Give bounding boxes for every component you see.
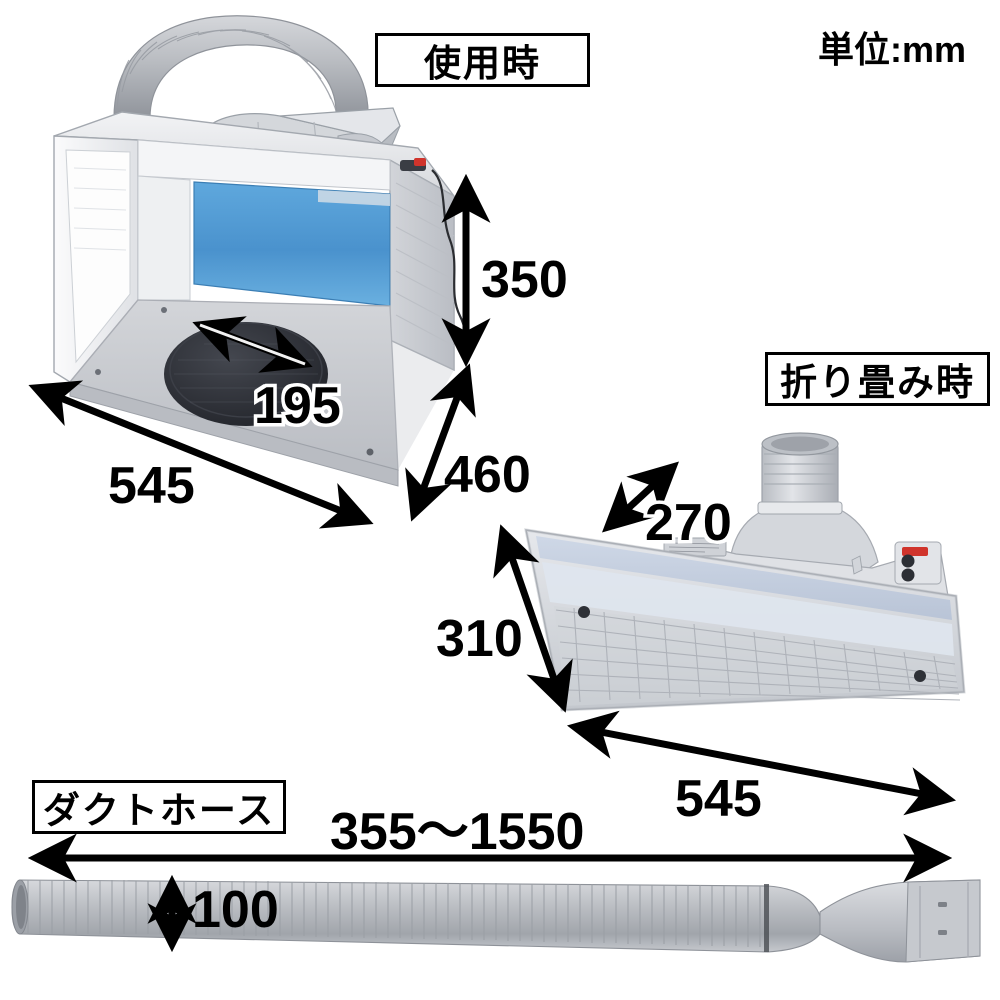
dim-booth-depth: 460 — [444, 446, 531, 504]
label-folded-text: 折り畳み時 — [780, 362, 975, 403]
unit-note: 単位:mm — [818, 29, 967, 70]
dim-hose-diameter: 100 — [192, 881, 279, 939]
latch-left — [578, 606, 590, 618]
dim-folded-width: 545 — [675, 770, 762, 828]
dim-turntable: 195 — [251, 377, 345, 436]
corrugations — [27, 880, 761, 947]
dim-booth-height: 350 — [481, 251, 568, 309]
spray-booth-folded-photo — [524, 432, 966, 712]
latch-right — [914, 670, 926, 682]
duct-hose-photo — [11, 879, 981, 963]
folded-power-switch — [894, 541, 942, 585]
label-folded: 折り畳み時 — [765, 352, 990, 406]
dim-booth-width: 545 — [108, 457, 195, 515]
label-duct-hose: ダクトホース — [32, 780, 286, 834]
label-in-use-text: 使用時 — [424, 43, 541, 84]
dim-folded-depth: 270 — [642, 494, 736, 553]
dim-hose-length: 355〜1550 — [330, 803, 585, 861]
label-in-use: 使用時 — [375, 33, 590, 87]
folded-panel — [524, 528, 966, 712]
label-duct-hose-text: ダクトホース — [42, 790, 276, 831]
grid-lines — [555, 609, 961, 701]
dim-folded-height: 310 — [436, 610, 523, 668]
power-switch — [400, 158, 426, 171]
